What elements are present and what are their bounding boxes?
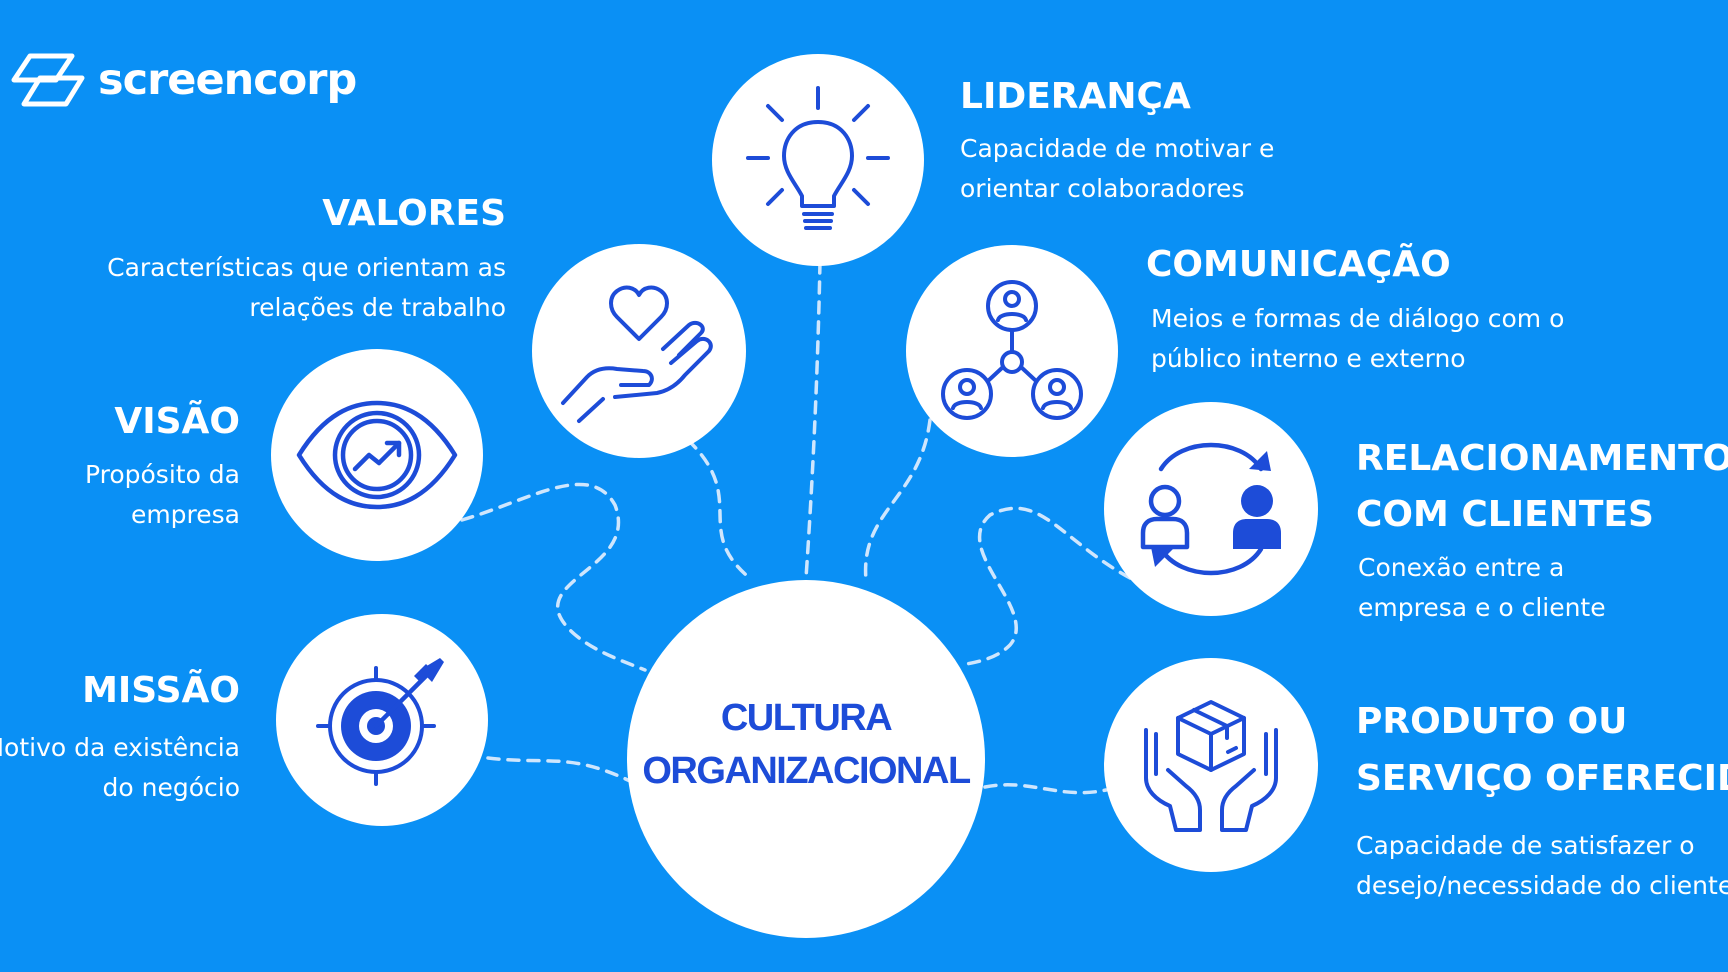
brand-logo[interactable]: screencorp xyxy=(10,52,357,108)
visao-desc-line2: empresa xyxy=(130,500,240,529)
comunicacao-desc-line1: Meios e formas de diálogo com o xyxy=(1151,304,1565,333)
center-title-line2: ORGANIZACIONAL xyxy=(642,750,971,792)
connector-visao xyxy=(460,482,647,672)
missao-circle xyxy=(276,614,488,826)
connector-missao xyxy=(486,756,634,784)
relacionamento-title-line2: COM CLIENTES xyxy=(1356,494,1654,535)
target-arrow-icon xyxy=(316,658,444,786)
relacionamento-desc-line2: empresa e o cliente xyxy=(1358,593,1606,622)
valores-circle xyxy=(532,244,746,458)
produto-circle xyxy=(1104,658,1318,872)
box-in-hands-icon xyxy=(1144,700,1278,832)
comunicacao-title: COMUNICAÇÃO xyxy=(1146,244,1451,285)
produto-title-line1: PRODUTO OU xyxy=(1356,701,1628,742)
eye-trend-icon xyxy=(296,400,458,510)
comunicacao-circle xyxy=(906,245,1118,457)
connector-produto xyxy=(983,783,1108,795)
lideranca-desc-line1: Capacidade de motivar e xyxy=(960,134,1275,163)
visao-circle xyxy=(271,349,483,561)
center-title-line1: CULTURA xyxy=(720,697,893,739)
people-exchange-icon xyxy=(1140,442,1281,576)
connector-lideranca xyxy=(804,260,822,580)
relacionamento-desc-line1: Conexão entre a xyxy=(1358,553,1565,582)
lideranca-circle xyxy=(712,54,924,266)
valores-title: VALORES xyxy=(322,193,506,234)
relacionamento-circle xyxy=(1104,402,1318,616)
missao-title: MISSÃO xyxy=(82,670,240,711)
visao-desc-line1: Propósito da xyxy=(84,460,240,489)
visao-title: VISÃO xyxy=(114,401,240,442)
produto-title-line2: SERVIÇO OFERECIDO xyxy=(1356,758,1728,799)
connector-valores xyxy=(686,438,754,582)
missao-desc-line2: do negócio xyxy=(102,773,241,802)
valores-desc-line2: relações de trabalho xyxy=(249,293,506,322)
lightbulb-icon xyxy=(746,86,890,230)
brand-name: screencorp xyxy=(98,55,357,105)
connector-comunicacao xyxy=(863,418,932,582)
connector-relacionamento xyxy=(960,506,1132,667)
produto-desc-line2: desejo/necessidade do cliente xyxy=(1356,871,1728,900)
relacionamento-title-line1: RELACIONAMENTO xyxy=(1356,438,1728,479)
lideranca-desc-line2: orientar colaboradores xyxy=(960,174,1245,203)
heart-in-hand-icon xyxy=(561,285,713,423)
people-network-icon xyxy=(941,280,1083,420)
comunicacao-desc-line2: público interno e externo xyxy=(1151,344,1466,373)
missao-desc-line1: Motivo da existência xyxy=(0,733,240,762)
produto-desc-line1: Capacidade de satisfazer o xyxy=(1356,831,1695,860)
logo-mark-icon xyxy=(11,53,85,107)
lideranca-title: LIDERANÇA xyxy=(960,76,1191,117)
cultura-organizacional-circle xyxy=(627,580,985,938)
valores-desc-line1: Características que orientam as xyxy=(107,253,506,282)
